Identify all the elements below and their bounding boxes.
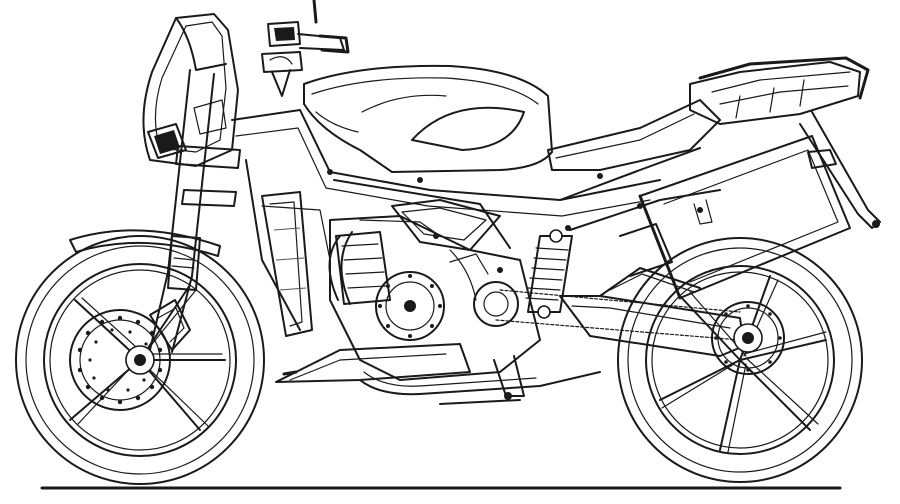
license-plate-hanger — [799, 111, 881, 229]
exhaust-header — [359, 371, 601, 396]
tank-graphic — [411, 106, 525, 151]
fasteners — [327, 169, 703, 273]
handlebar — [261, 0, 350, 97]
grab-rail — [698, 56, 870, 100]
swingarm — [559, 267, 745, 357]
footpeg — [493, 355, 525, 397]
muffler — [619, 135, 851, 300]
seat-and-tail — [547, 56, 881, 229]
side-panel — [391, 199, 501, 251]
seat — [547, 99, 721, 171]
rear-sprocket — [711, 301, 785, 375]
clutch-cover — [375, 271, 445, 341]
tail-section — [689, 61, 861, 125]
rear-wheel — [617, 237, 863, 483]
front-brake-caliper — [149, 299, 191, 351]
rear-shock — [525, 229, 573, 319]
front-wheel — [15, 235, 265, 485]
front-fork — [149, 69, 241, 353]
front-fender — [69, 229, 221, 257]
belly-pan — [275, 343, 471, 383]
drive-chain — [495, 289, 741, 341]
radiator — [261, 191, 313, 337]
fuel-tank — [303, 64, 553, 173]
headlight — [147, 123, 187, 159]
engine — [328, 215, 541, 381]
frame — [231, 109, 721, 337]
headlight-fairing — [142, 13, 239, 167]
windscreen — [175, 17, 227, 71]
